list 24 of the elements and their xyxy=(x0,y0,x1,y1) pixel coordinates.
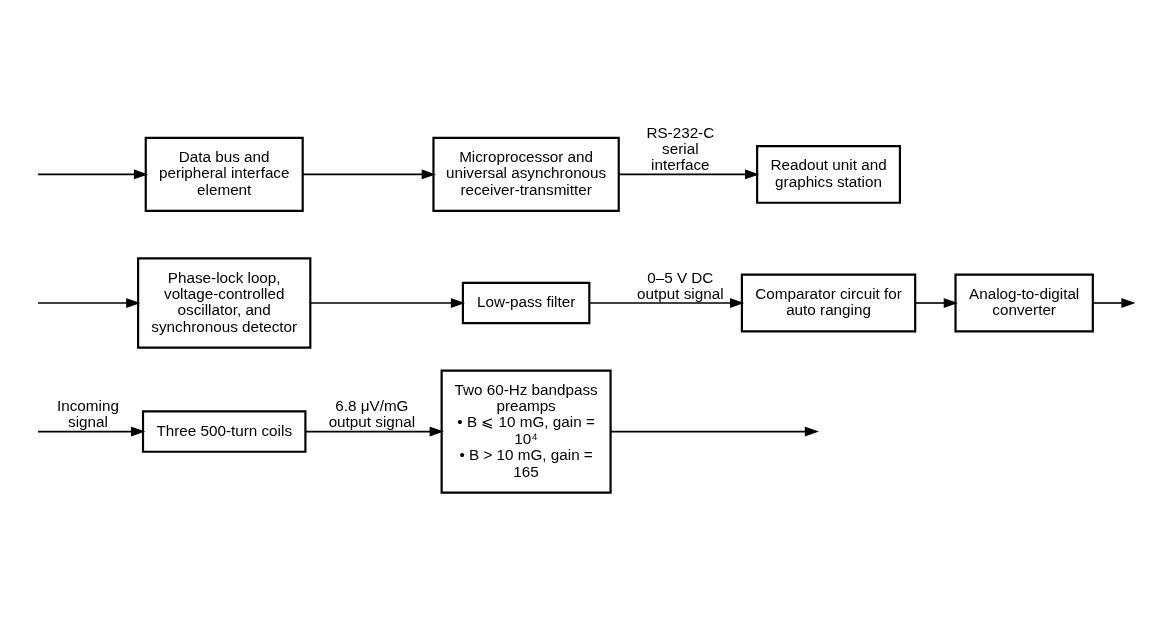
edge-label: Incoming signal xyxy=(57,397,119,431)
arrow xyxy=(610,426,819,437)
edge-label: 0–5 V DC output signal xyxy=(637,268,724,302)
arrow xyxy=(618,169,760,180)
edge-label: RS-232-C serial interface xyxy=(646,123,715,174)
arrow xyxy=(1092,298,1136,308)
node-box: Data bus and peripheral interface element xyxy=(144,136,304,212)
node-box: Readout unit and graphics station xyxy=(756,145,901,204)
node-box: Phase-lock loop, voltage-controlled oscillator, and synchronous detector xyxy=(137,257,312,349)
node-box: Microprocessor and universal asynchronous receiver-transmitter xyxy=(432,136,620,212)
node-box: Low-pass filter xyxy=(461,281,591,325)
arrow xyxy=(914,298,958,308)
node-box: Three 500-turn coils xyxy=(141,410,307,453)
arrow xyxy=(37,298,141,308)
arrow xyxy=(37,169,149,180)
arrow xyxy=(37,426,146,437)
arrow xyxy=(304,426,444,437)
arrow xyxy=(302,169,436,180)
node-box: Analog-to-digital converter xyxy=(954,273,1094,333)
arrow xyxy=(309,298,466,308)
node-box: Comparator circuit for auto ranging xyxy=(740,273,917,333)
edge-label: 6.8 μV/mG output signal xyxy=(328,397,416,431)
arrow xyxy=(588,298,745,308)
node-box: Two 60-Hz bandpass preamps • B ⩽ 10 mG, gain = 10⁴ • B > 10 mG, gain = 165 xyxy=(440,369,612,494)
